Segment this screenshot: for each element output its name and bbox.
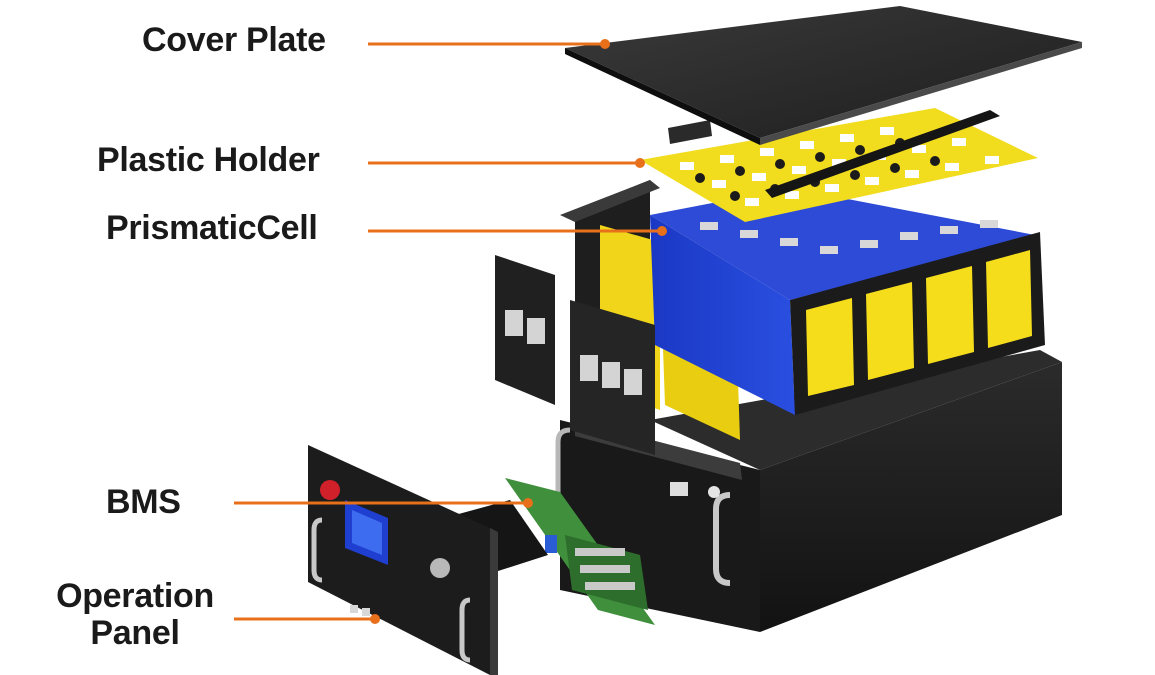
panel-display-screen <box>352 510 382 555</box>
cover-plate <box>565 6 1082 145</box>
cell-pack-endplate <box>790 232 1045 415</box>
casing-top-rim <box>650 350 1062 470</box>
bms-components <box>575 548 635 590</box>
label-operation-panel-line1: Operation <box>56 577 214 615</box>
label-bms: BMS <box>106 483 181 521</box>
negative-terminal <box>430 558 450 578</box>
leader-lines <box>234 39 667 624</box>
cell-end-pad-4 <box>986 250 1032 348</box>
cell-pack-side <box>650 215 795 415</box>
casing-label-plate <box>670 482 688 496</box>
casing-screw <box>708 486 720 498</box>
holder-rail-end <box>668 120 712 144</box>
casing-back-edge <box>560 180 660 222</box>
leader-dot-bms <box>523 498 533 508</box>
label-prismatic-cell: PrismaticCell <box>106 209 318 247</box>
panel-handle-left <box>311 517 323 583</box>
leader-dot-prismatic-cell <box>657 226 667 236</box>
mounting-brackets <box>495 255 655 455</box>
bms-board <box>455 478 655 625</box>
cell-end-pad-2 <box>866 282 914 380</box>
plastic-holder <box>640 108 1038 222</box>
label-plastic-holder: Plastic Holder <box>97 141 320 179</box>
leader-dot-plastic-holder <box>635 158 645 168</box>
cover-plate-edge-right <box>760 42 1082 145</box>
label-cover-plate: Cover Plate <box>142 21 326 59</box>
cover-plate-top <box>565 6 1082 138</box>
bracket-1 <box>495 255 555 405</box>
cell-end-pad-3 <box>926 266 974 364</box>
casing-front-face <box>760 362 1062 632</box>
leader-dot-operation-panel <box>370 614 380 624</box>
operation-panel <box>308 445 498 675</box>
left-handle <box>713 492 731 586</box>
holder-rail <box>765 110 1000 198</box>
panel-handle-right <box>459 597 471 663</box>
label-operation-panel: Operation Panel <box>40 577 230 653</box>
cover-plate-edge-left <box>565 48 760 145</box>
bracket-connectors <box>505 310 642 395</box>
panel-port <box>362 608 370 616</box>
panel-switch <box>350 605 358 613</box>
label-operation-panel-line2: Panel <box>90 614 180 653</box>
cell-end-pad-1 <box>806 298 854 396</box>
positive-terminal <box>320 480 340 500</box>
leader-dot-cover-plate <box>600 39 610 49</box>
cell-terminals <box>700 220 998 254</box>
bms-connector <box>545 535 557 553</box>
bms-enclosure <box>455 500 548 572</box>
panel-edge <box>490 528 498 675</box>
